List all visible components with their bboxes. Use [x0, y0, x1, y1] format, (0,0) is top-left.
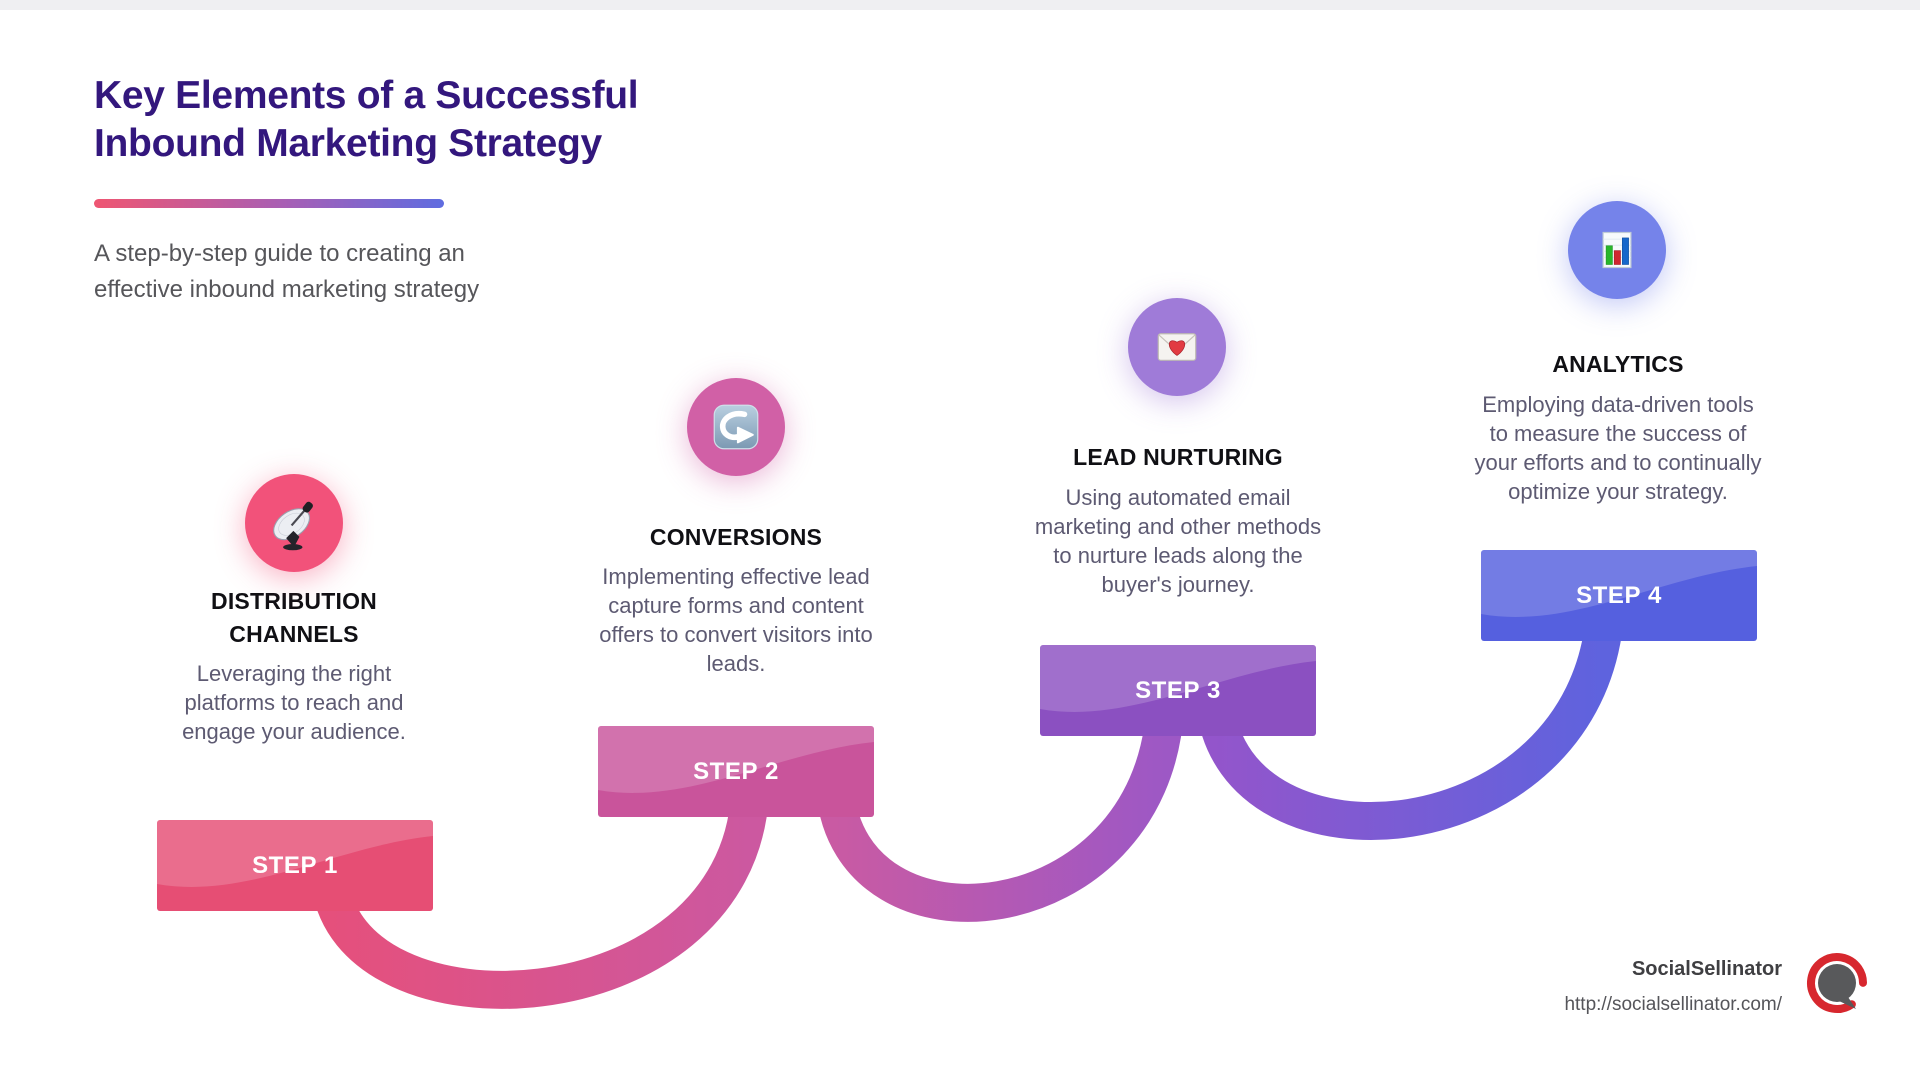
page-title: Key Elements of a Successful Inbound Mar…	[94, 72, 639, 168]
step3-label: STEP 3	[1135, 676, 1221, 704]
step3-icon-circle	[1128, 298, 1226, 396]
step1-description: Leveraging the right platforms to reach …	[182, 661, 406, 744]
step3-box: STEP 3	[1040, 645, 1316, 736]
page-subtitle: A step-by-step guide to creating an effe…	[94, 240, 480, 303]
step4-box: STEP 4	[1481, 550, 1757, 641]
step1-icon-circle	[245, 474, 343, 572]
step3-description: Using automated email marketing and othe…	[1034, 485, 1322, 597]
step2-icon-circle	[687, 378, 785, 476]
step2-box: STEP 2	[598, 726, 874, 817]
curved-arrow-icon	[713, 404, 759, 450]
step4-title: ANALYTICS	[1552, 351, 1684, 377]
brand-name: SocialSellinator	[1631, 958, 1782, 980]
step4-description: Employing data-driven tools to measure t…	[1474, 392, 1762, 504]
step4-label: STEP 4	[1576, 581, 1662, 609]
step1-title: DISTRIBUTION CHANNELS	[211, 588, 377, 647]
step1-label: STEP 1	[252, 851, 338, 879]
bar-chart-icon	[1602, 231, 1632, 269]
top-edge-strip	[0, 0, 1920, 10]
step2-label: STEP 2	[693, 757, 779, 785]
satellite-dish-icon	[273, 501, 313, 551]
step1-box: STEP 1	[157, 820, 433, 911]
connector-step2-step3	[816, 708, 1184, 922]
connector-step3-step4	[1196, 613, 1624, 841]
title-underline-accent	[94, 199, 444, 208]
connector-step1-step2	[311, 793, 769, 1009]
love-letter-icon	[1157, 333, 1197, 361]
page-title-line2: Inbound Marketing Strategy	[94, 122, 602, 165]
socialsellinator-logo-icon	[1807, 953, 1867, 1013]
page-title-line1: Key Elements of a Successful	[94, 74, 639, 117]
step2-description: Implementing effective lead capture form…	[599, 564, 873, 676]
step3-box-highlight	[1040, 645, 1316, 712]
step1-box-highlight	[157, 820, 433, 887]
step2-title: CONVERSIONS	[649, 524, 823, 550]
step2-box-highlight	[598, 726, 874, 793]
step3-title: LEAD NURTURING	[1073, 444, 1283, 470]
step4-icon-circle	[1568, 201, 1666, 299]
step4-box-highlight	[1481, 550, 1757, 617]
brand-url: http://socialsellinator.com/	[1564, 994, 1782, 1015]
